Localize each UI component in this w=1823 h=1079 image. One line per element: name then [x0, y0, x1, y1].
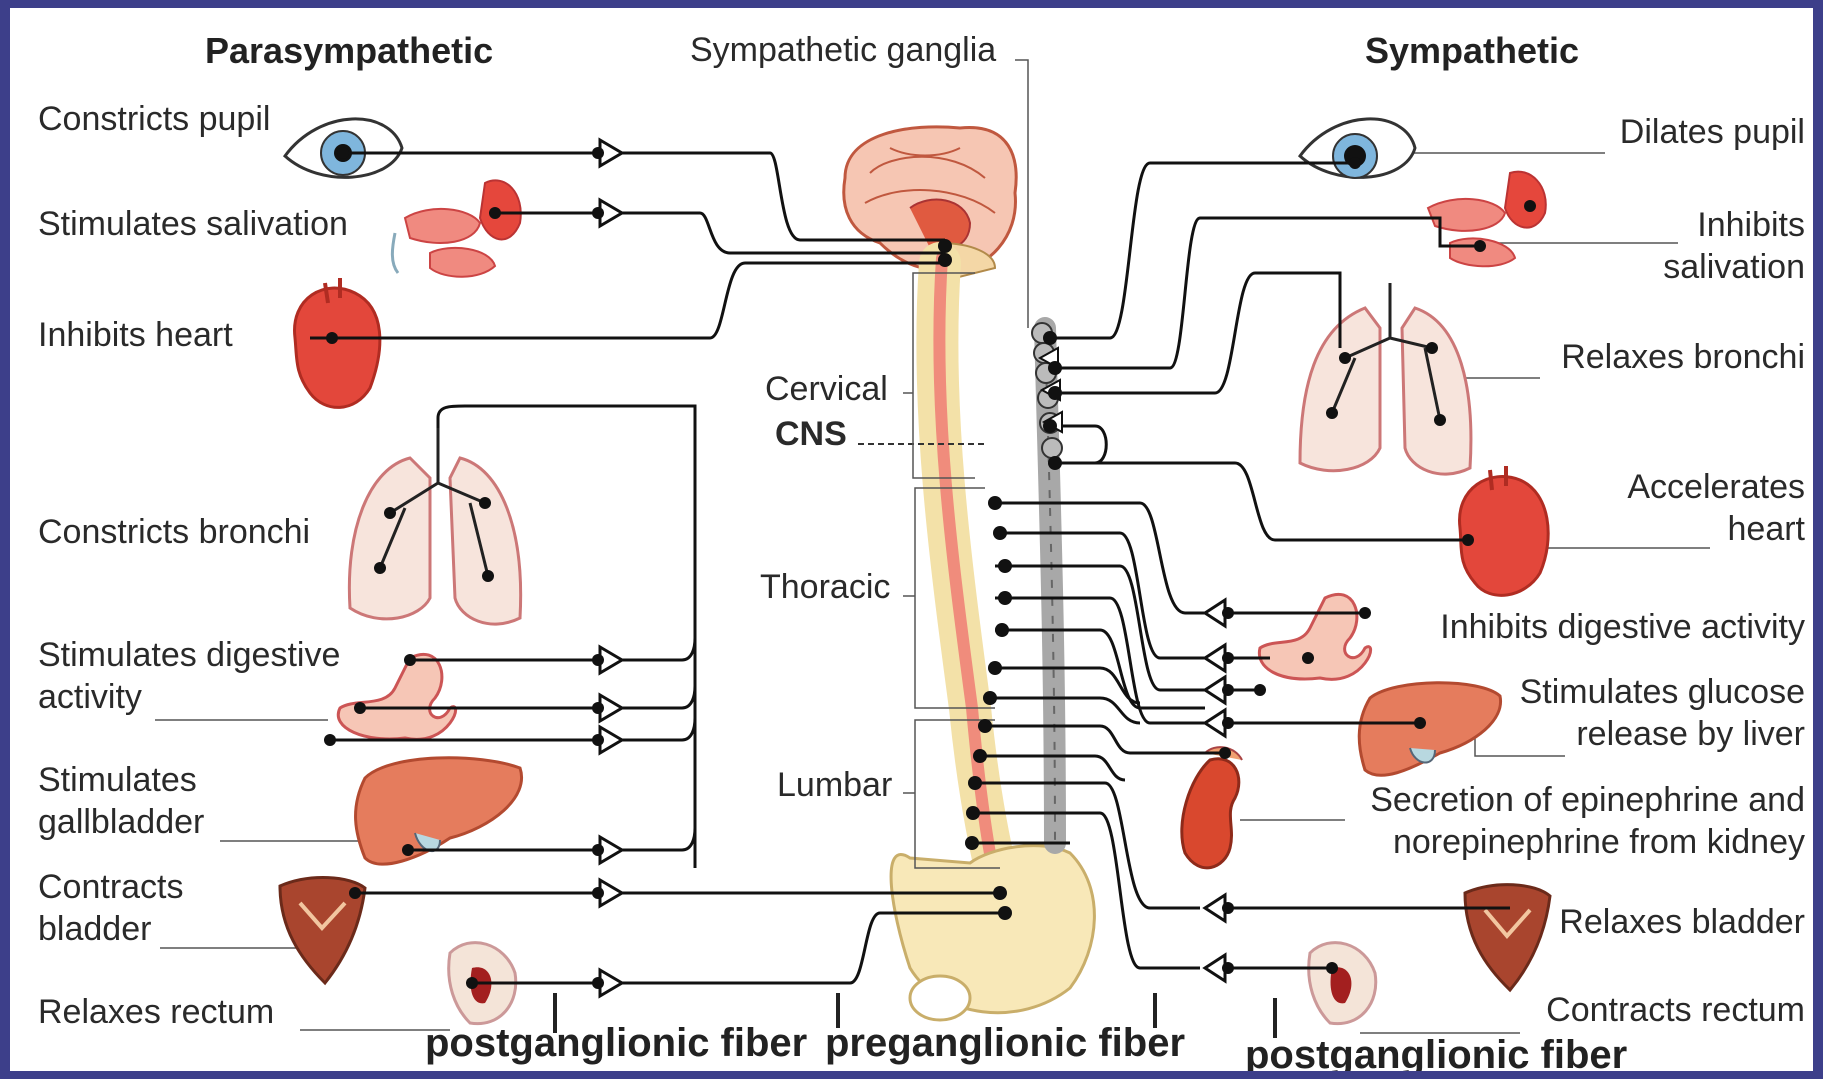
- para-digestive-label-1: Stimulates digestive: [38, 636, 340, 674]
- bladder-icon: [1465, 885, 1550, 990]
- sym-liver-label-2: release by liver: [1576, 715, 1805, 753]
- lungs-icon: [1300, 283, 1471, 474]
- sym-heart-label-1: Accelerates: [1627, 468, 1805, 506]
- ganglia-leader: [1015, 60, 1028, 328]
- para-bladder-label-1: Contracts: [38, 868, 184, 906]
- sym-pupil-label: Dilates pupil: [1620, 113, 1805, 151]
- sym-kidney-label-1: Secretion of epinephrine and: [1370, 781, 1805, 819]
- stomach-icon: [338, 654, 455, 739]
- pelvis-icon: [891, 846, 1094, 1020]
- sym-bronchi-label: Relaxes bronchi: [1561, 338, 1805, 376]
- rectum-icon: [1309, 943, 1376, 1024]
- ganglia-chain: [1032, 323, 1062, 843]
- para-gallbladder-label-2: gallbladder: [38, 803, 204, 841]
- region-cns: CNS: [775, 415, 847, 453]
- para-digestive-label-2: activity: [38, 678, 142, 716]
- para-rectum-label: Relaxes rectum: [38, 993, 274, 1031]
- para-salivation-label: Stimulates salivation: [38, 205, 348, 243]
- heart-icon: [295, 278, 380, 407]
- para-gallbladder-label-1: Stimulates: [38, 761, 197, 799]
- region-thoracic: Thoracic: [760, 568, 890, 606]
- salivary-gland-icon: [392, 180, 520, 276]
- postganglionic-right-label: postganglionic fiber: [1245, 1033, 1627, 1071]
- para-bronchi-label: Constricts bronchi: [38, 513, 310, 551]
- salivary-gland-icon: [1428, 172, 1546, 267]
- diagram-frame: Parasympathetic Sympathetic Sympathetic …: [10, 8, 1813, 1071]
- ganglia-label: Sympathetic ganglia: [690, 31, 996, 69]
- stomach-icon: [1259, 594, 1370, 679]
- sym-salivation-label-2: salivation: [1663, 248, 1805, 286]
- eye-icon: [1300, 119, 1415, 178]
- para-bladder-label-2: bladder: [38, 910, 151, 948]
- sym-liver-label-1: Stimulates glucose: [1520, 673, 1805, 711]
- sym-salivation-label-1: Inhibits: [1697, 206, 1805, 244]
- para-heart-label: Inhibits heart: [38, 316, 233, 354]
- sym-bladder-label: Relaxes bladder: [1559, 903, 1805, 941]
- liver-icon: [1359, 683, 1500, 776]
- region-cervical: Cervical: [765, 370, 888, 408]
- sym-kidney-label-2: norepinephrine from kidney: [1393, 823, 1805, 861]
- preganglionic-label: preganglionic fiber: [825, 1021, 1185, 1065]
- sympathetic-header: Sympathetic: [1365, 30, 1579, 71]
- sym-heart-label-2: heart: [1728, 510, 1806, 548]
- sym-digestive-label: Inhibits digestive activity: [1440, 608, 1805, 646]
- kidney-icon: [1182, 747, 1242, 868]
- parasympathetic-header: Parasympathetic: [205, 30, 493, 71]
- liver-icon: [356, 758, 522, 864]
- spinal-column: [937, 258, 1000, 888]
- nervous-system-diagram: Parasympathetic Sympathetic Sympathetic …: [10, 8, 1813, 1071]
- lungs-icon: [349, 428, 520, 624]
- region-lumbar: Lumbar: [777, 766, 892, 804]
- heart-icon: [1460, 466, 1549, 595]
- sym-rectum-label: Contracts rectum: [1546, 991, 1805, 1029]
- postganglionic-left-label: postganglionic fiber: [425, 1021, 807, 1065]
- para-pupil-label: Constricts pupil: [38, 100, 270, 138]
